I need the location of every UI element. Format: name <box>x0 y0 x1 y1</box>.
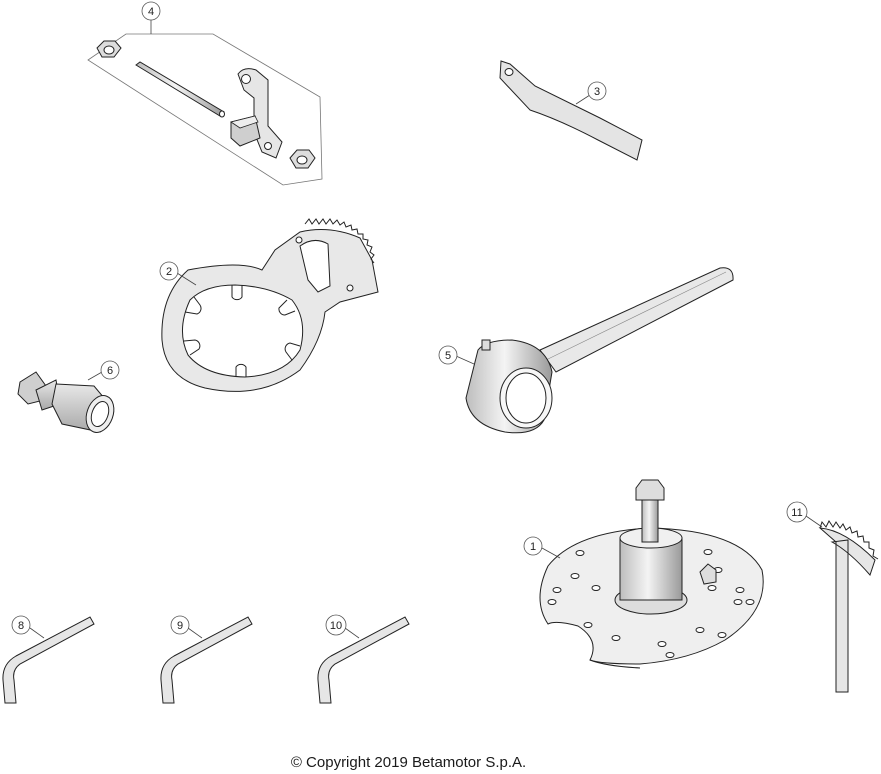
part-4-bracket-kit[interactable] <box>87 20 323 186</box>
part-6-threaded-extractor[interactable] <box>17 371 119 436</box>
callout-5-label: 5 <box>445 350 451 362</box>
bracket-icon <box>230 68 283 159</box>
callout-3[interactable]: 3 <box>587 81 607 101</box>
callout-6-label: 6 <box>107 365 113 377</box>
callout-3-label: 3 <box>594 86 600 98</box>
callout-2[interactable]: 2 <box>159 261 179 281</box>
callout-4-label: 4 <box>148 6 154 18</box>
callout-9-label: 9 <box>177 620 183 632</box>
callout-9[interactable]: 9 <box>170 615 190 635</box>
callout-10[interactable]: 10 <box>325 614 347 636</box>
callout-6[interactable]: 6 <box>100 360 120 380</box>
callout-1[interactable]: 1 <box>523 536 543 556</box>
callout-8[interactable]: 8 <box>11 615 31 635</box>
part-9-hex-key[interactable] <box>160 616 253 704</box>
nut-icon <box>96 40 122 58</box>
nut-icon <box>289 149 316 169</box>
bolt-holes <box>547 549 755 658</box>
callout-11[interactable]: 11 <box>786 501 808 523</box>
rod-icon <box>135 61 225 118</box>
part-10-hex-key[interactable] <box>317 616 410 704</box>
part-3-flat-spanner[interactable] <box>499 60 643 161</box>
part-11-toothed-bar[interactable] <box>805 515 879 693</box>
part-5-ring-wrench[interactable] <box>455 267 734 434</box>
callouts: 4 3 2 6 5 1 11 8 <box>11 1 808 636</box>
part-8-hex-key[interactable] <box>2 616 95 704</box>
callout-10-label: 10 <box>330 620 342 632</box>
callout-4[interactable]: 4 <box>141 1 161 21</box>
callout-2-label: 2 <box>166 266 172 278</box>
copyright-notice: © Copyright 2019 Betamotor S.p.A. <box>290 754 527 771</box>
part-2-holding-wrench[interactable] <box>161 218 379 392</box>
callout-11-label: 11 <box>791 507 802 519</box>
callout-5[interactable]: 5 <box>438 345 458 365</box>
callout-1-label: 1 <box>530 541 536 553</box>
callout-8-label: 8 <box>18 620 24 632</box>
part-1-flywheel-puller[interactable] <box>539 479 764 669</box>
